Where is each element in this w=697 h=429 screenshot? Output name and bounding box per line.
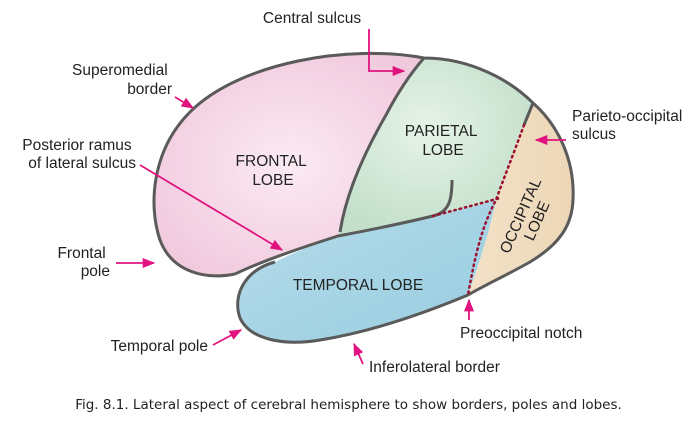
central-sulcus-arrow-icon [368,29,406,77]
hemisphere-outline [152,51,575,344]
inferolateral-border-label: Inferolateral border [369,359,500,376]
figure-caption: Fig. 8.1. Lateral aspect of cerebral hem… [75,397,622,413]
superomedial-border-label: Superomedial border [72,62,172,98]
central-sulcus-label: Central sulcus [263,10,361,27]
inferolateral-border-arrow-icon [353,342,364,365]
posterior-ramus-label: Posterior ramus of lateral sulcus [22,137,136,172]
temporal-lobe-label: TEMPORAL LOBE [293,277,423,294]
preoccipital-notch-label: Preoccipital notch [460,325,582,342]
temporal-pole-label: Temporal pole [111,338,208,355]
frontal-lobe-region [153,53,424,276]
dotted-boundary-parietal-temporal [431,196,502,218]
frontal-pole-label: Frontal pole [57,245,110,280]
temporal-lobe-region [237,200,497,343]
superomedial-border-arrow-icon [174,96,195,109]
parietal-lobe-label: PARIETAL LOBE [405,123,481,159]
parieto-occipital-sulcus-label: Parieto-occipital sulcus [572,108,687,143]
posterior-ramus-arrow-icon [139,164,284,251]
dotted-boundary-parietal-occipital [466,123,526,297]
occipital-lobe-region [468,103,574,295]
parieto-occipital-sulcus-line [522,102,535,126]
central-sulcus-line [338,57,426,233]
lateral-sulcus-line [234,179,454,276]
parietal-lobe-region [338,58,533,236]
frontal-lobe-label: FRONTAL LOBE [236,153,311,189]
temporal-pole-arrow-icon [212,329,243,346]
